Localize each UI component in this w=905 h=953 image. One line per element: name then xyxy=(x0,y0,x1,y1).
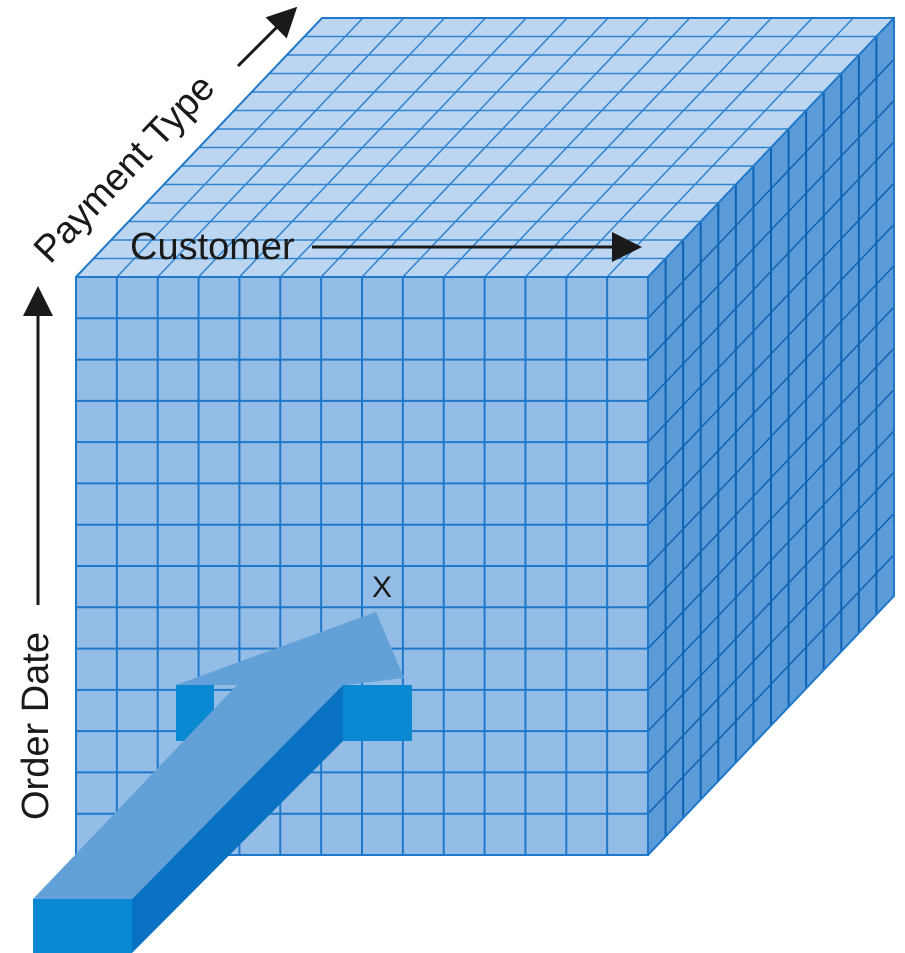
cube-outline xyxy=(75,17,895,856)
cell-marker-label: X xyxy=(372,571,392,604)
arrow-head-top xyxy=(176,612,404,685)
grid-line xyxy=(647,306,895,567)
grid-line xyxy=(484,17,732,278)
cube-side-grid xyxy=(647,36,895,837)
grid-line xyxy=(647,389,895,650)
grid-line xyxy=(647,471,895,732)
order-date-axis-label-group: Order Date xyxy=(15,632,57,820)
arrow-shaft-side xyxy=(132,685,343,953)
cube-top-grid xyxy=(93,17,877,278)
arrow-head-right-flange xyxy=(343,685,412,741)
arrow-shaft-top xyxy=(33,685,343,899)
grid-line xyxy=(647,512,895,773)
grid-line xyxy=(606,17,854,278)
cell-pointer-arrow xyxy=(33,612,412,953)
order-date-axis-label: Order Date xyxy=(15,632,57,820)
grid-line xyxy=(647,554,895,815)
payment-type-axis-arrow xyxy=(236,6,298,68)
grid-line xyxy=(402,17,650,278)
grid-line xyxy=(647,347,895,608)
grid-line xyxy=(443,17,691,278)
grid-line xyxy=(524,17,772,278)
grid-line xyxy=(647,430,895,691)
customer-axis-label: Customer xyxy=(130,226,295,268)
arrow-shaft-front xyxy=(33,899,132,953)
grid-line xyxy=(565,17,813,278)
